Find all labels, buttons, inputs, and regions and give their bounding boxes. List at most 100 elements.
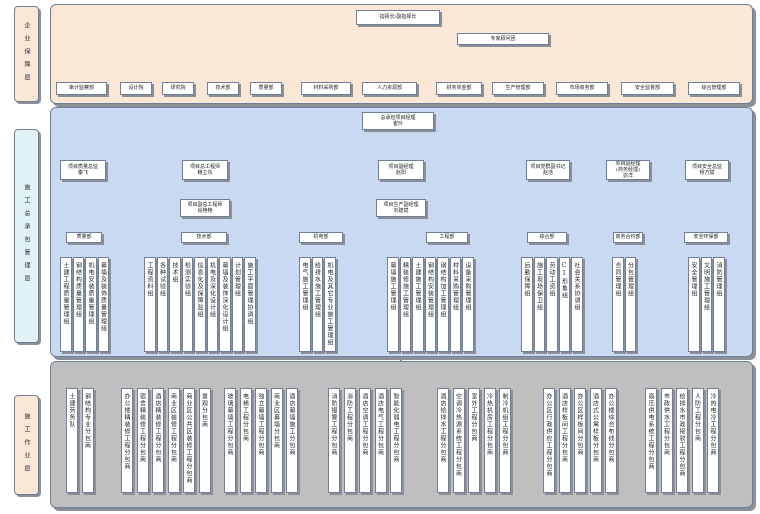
sub-contractor-box: 商业区幕墙分包商 (270, 388, 283, 493)
mid-group-box: 钢结构质量管理组 (72, 257, 84, 352)
mid-group-box: 检测实验组 (181, 257, 193, 352)
mid-group-box: 工程资料组 (144, 257, 156, 352)
mid-group-box: 社会关系协调组 (571, 257, 583, 352)
sub-contractor-box: 酒店空调工程分包商 (359, 388, 371, 493)
group-label: 钢结构专业分包商 (83, 393, 91, 449)
group-label: 酒店幕墙施工分包商 (288, 393, 295, 456)
group-label: 酒店给排水工程分包商 (439, 393, 446, 463)
group-label: 酒店电气工程分包商 (376, 393, 384, 456)
group-label: 商业区装修工程分包商 (169, 393, 177, 463)
group-label: 幕墙及装饰深化设计组 (221, 262, 228, 332)
sub-contractor-box: 室外工程分包商 (468, 388, 480, 493)
sub-contractor-box: 酒店电气工程分包商 (374, 388, 387, 493)
leader-box: 项目副经理(商务经理)宓洋 (606, 160, 650, 180)
mid-group-box: 劳动工资组 (546, 257, 558, 352)
sub-contractor-box: 消防工程分包商 (343, 388, 356, 493)
sub-contractor-box: 空调冷热源系统工程分包商 (452, 388, 465, 493)
group-label: 消防报警工程分包商 (330, 393, 337, 456)
mid-group-box: 土建工程质量管理组 (60, 257, 72, 352)
group-label: 后勤保障组 (523, 262, 530, 297)
group-label: 各种试验组 (158, 262, 166, 297)
mid-group-box: 信息化及保障监组 (194, 257, 206, 352)
sub-contractor-box: 酒店式公寓样板分包商 (589, 388, 602, 493)
group-label: 机电安装质量管理组 (87, 262, 94, 325)
group-label: 合同管理组 (614, 262, 621, 297)
group-label: 机电及其它专业施工管理组 (326, 262, 333, 346)
group-label: 工程资料组 (146, 262, 153, 297)
department-box: 人力资源部 (362, 82, 417, 95)
group-label: 机电及深化设计组 (208, 262, 216, 318)
mid-group-box: 后勤保障组 (521, 257, 533, 352)
dept-box: 商务合约部 (613, 232, 643, 243)
dept-box: 质量部 (66, 232, 102, 243)
group-label: 钢结构质量管理组 (74, 262, 82, 318)
mid-group-box: 分包管理组 (624, 257, 636, 352)
leader-box: 项目质量总监秦飞 (60, 160, 106, 180)
sub-contractor-box: 酒店精装修工程分包商 (152, 388, 164, 493)
group-label: 材料采购管理组 (451, 262, 459, 311)
group-label: 消防管理组 (715, 262, 722, 297)
dept-box: 机电部 (299, 232, 343, 243)
mid-group-box: 机电及其它专业施工管理组 (324, 257, 336, 352)
sub-contractor-box: 酒店样板间工程分包商 (558, 388, 571, 493)
department-box: 生产管理部 (492, 82, 544, 95)
project-manager-box: 总承包项目经理崔玲 (362, 112, 434, 130)
dept-box: 安全环保部 (684, 232, 728, 243)
sub-contractor-box: 冷热电冷工程分包商 (707, 388, 719, 493)
mid-group-box: 钢结构安装管理组 (424, 257, 436, 352)
mid-group-box: 钢结构加工管理组 (437, 257, 449, 352)
group-label: 社会关系协调组 (573, 262, 580, 311)
group-label: 空调冷热源系统工程分包商 (454, 393, 462, 477)
mid-group-box: 材料采购管理组 (449, 257, 461, 352)
group-label: 酒店空调工程分包商 (361, 393, 368, 456)
group-label: 计划管理组 (233, 262, 241, 297)
sub-contractor-box: 冷热机房工程分包商 (483, 388, 496, 493)
leader-line: 赵洁 (542, 170, 553, 176)
side-label-top: 企业保障层 (14, 6, 39, 102)
mid-group-box: 安全管理组 (688, 257, 700, 352)
leader-line: 项目党群副书记 (530, 163, 566, 170)
group-label: 智能化弱电工程分包商 (392, 393, 399, 463)
group-label: 宿舍精装修工程分包商 (138, 393, 146, 463)
department-box: 市场商务部 (556, 82, 608, 95)
group-label: 玻璃幕墙工程分包商 (226, 393, 233, 456)
mid-group-box: 机电及深化设计组 (206, 257, 218, 352)
mid-group-box: 设备采购管理组 (462, 257, 474, 352)
group-label: 酒店精装修工程分包商 (154, 393, 161, 463)
department-box: 材料采购部 (301, 82, 351, 95)
leader-line: 项目总工程师 (189, 163, 220, 170)
leader-line: 宓洋 (622, 173, 633, 180)
sub-contractor-box: 景观分包商 (198, 388, 211, 493)
sub-contractor-box: 办公区行政供应工程分包商 (543, 388, 555, 493)
group-label: 酒店式公寓样板分包商 (591, 393, 599, 463)
group-label: 设备采购管理组 (464, 262, 471, 311)
group-label: 室外工程分包商 (470, 393, 477, 442)
leader-box: 项目党群副书记赵洁 (526, 160, 570, 180)
production-manager-box: 项目生产副经理刘建斌 (376, 199, 426, 217)
group-label: 技术组 (171, 262, 178, 283)
department-box: 综合管理部 (688, 82, 740, 95)
mid-group-box: 幕墙施工管理组 (387, 257, 399, 352)
group-label: 文明施工管理组 (702, 262, 710, 311)
sub-contractor-box: 消防报警工程分包商 (328, 388, 340, 493)
group-label: 安全管理组 (690, 262, 697, 297)
sub-contractor-box: 商业区装修工程分包商 (167, 388, 180, 493)
deputy-chief-engineer-box: 项目副总工程师肖艳艳 (180, 199, 230, 217)
dept-box: 综合部 (527, 232, 567, 243)
leader-box: 项目安全总监杨万斌 (685, 160, 729, 180)
group-label: 人防工程分包商 (693, 393, 701, 442)
side-label-bot: 施工作业层 (14, 395, 39, 495)
mid-group-box: 技术组 (169, 257, 181, 352)
mid-group-box: 给排水施工管理组 (311, 257, 323, 352)
sub-contractor-box: 商业区公共区装修工程分包商 (183, 388, 195, 493)
leader-line: 赵阳 (395, 170, 406, 176)
sub-contractor-box: 电梯工程分包商 (239, 388, 252, 493)
group-label: 消防工程分包商 (345, 393, 353, 442)
sub-contractor-box: 人防工程分包商 (691, 388, 704, 493)
department-box: 审计监察部 (56, 82, 107, 95)
group-label: 施工平面管理协调组 (246, 262, 253, 325)
mid-group-box: 电气施工管理组 (299, 257, 311, 352)
group-label: 电气施工管理组 (301, 262, 308, 311)
department-box: 质量部 (250, 82, 282, 95)
